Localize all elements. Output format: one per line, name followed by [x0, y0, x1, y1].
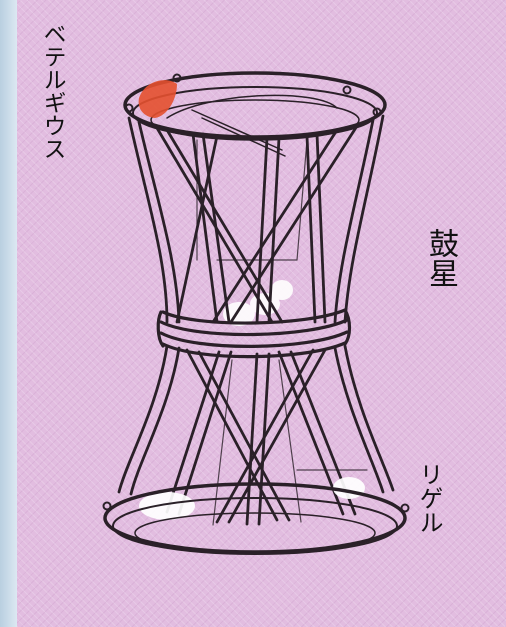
tsuzumi-boshi-label: 鼓星	[423, 228, 458, 288]
tsuzumi-drum-illustration	[102, 71, 410, 555]
illustration-canvas: ベテルギウス 鼓星 リゲル	[17, 0, 506, 627]
lower-inner-lines	[212, 359, 368, 526]
betelgeuse-label: ベテルギウス	[39, 22, 65, 160]
saiph-star	[139, 492, 195, 520]
left-border-strip	[0, 0, 17, 627]
betelgeuse-spot	[138, 80, 177, 118]
upper-inner-lines	[196, 139, 308, 261]
belt-star-3	[271, 280, 293, 300]
rigel-label: リゲル	[415, 462, 443, 534]
bottom-rim	[102, 482, 410, 555]
top-rim	[123, 71, 387, 157]
lower-cords	[117, 344, 395, 526]
upper-cords	[127, 114, 385, 324]
bottom-stars	[139, 477, 365, 520]
